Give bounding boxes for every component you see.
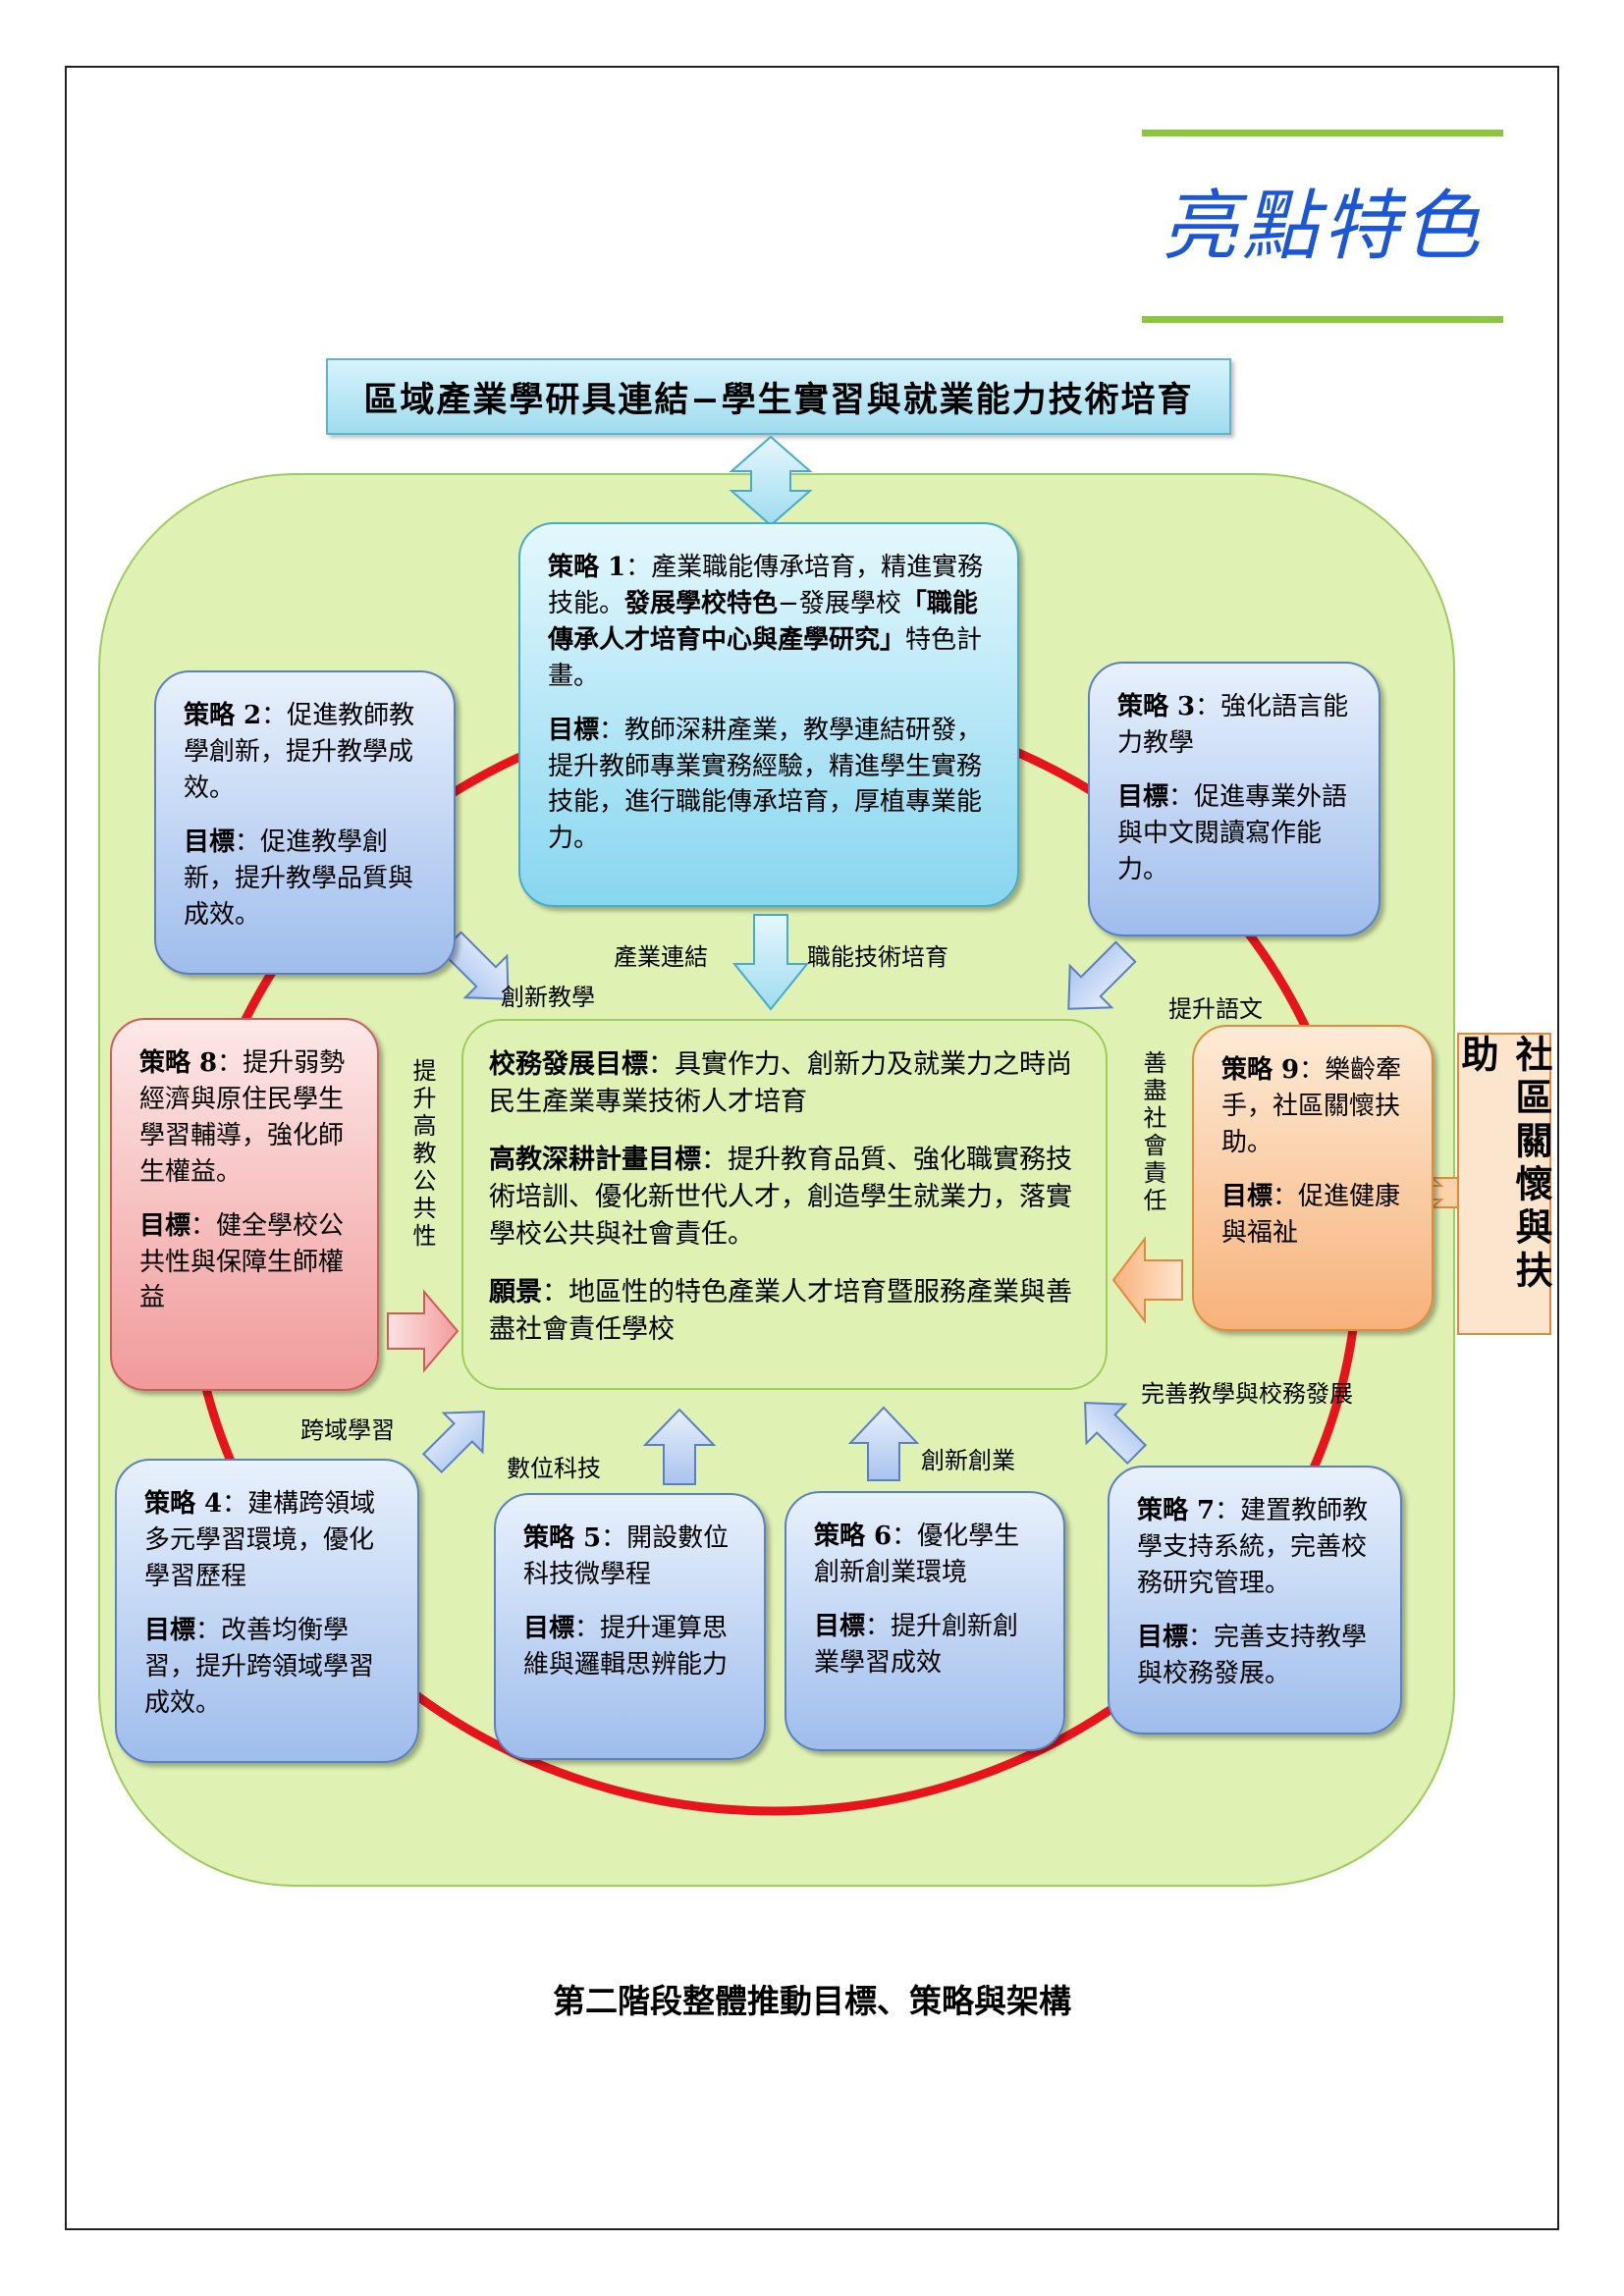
community-care-box: 社區關懷與扶助: [1455, 1033, 1553, 1335]
strategy-5-text: ：開設數位科技微學程: [523, 1523, 730, 1589]
strategy-1-title: 策略 1: [548, 553, 626, 582]
strategy-6-text: ：優化學生創新創業環境: [814, 1522, 1020, 1587]
strategy-9-text: ：樂齡牽手，社區關懷扶助。: [1221, 1055, 1402, 1157]
strategy-8-text: ：提升弱勢經濟與原住民學生學習輔導，強化師生權益。: [139, 1048, 346, 1187]
strategy-3-box: 策略 3：強化語言能力教學 目標：促進專業外語與中文閱讀寫作能力。: [1088, 662, 1380, 936]
strategy-4-goal: ：改善均衡學習，提升跨領域學習成效。: [144, 1615, 375, 1718]
strategy-3-goal-label: 目標: [1117, 781, 1169, 812]
center-plan-goal-label: 高教深耕計畫目標: [489, 1144, 701, 1175]
strategy-1-text-3: 特色計畫。: [548, 624, 983, 691]
strategy-7-goal: ：完善支持教學與校務發展。: [1137, 1622, 1368, 1688]
page-frame: [65, 66, 1559, 2230]
strategy-7-text: ：建置教師教學支持系統，完善校務研究管理。: [1137, 1496, 1369, 1598]
strategy-1-goal: ：教師深耕產業，教學連結研發，提升教師專業實務經驗，精進學生實務技能，進行職能傳…: [548, 715, 983, 854]
strategy-5-goal-label: 目標: [523, 1613, 575, 1643]
strategy-6-goal-label: 目標: [814, 1611, 866, 1641]
center-vision: ：地區性的特色產業人才培育暨服務產業與善盡社會責任學校: [489, 1276, 1072, 1345]
strategy-6-title: 策略 6: [814, 1522, 893, 1551]
strategy-9-box: 策略 9：樂齡牽手，社區關懷扶助。 目標：促進健康與福祉: [1192, 1025, 1434, 1331]
strategy-9-title: 策略 9: [1221, 1055, 1300, 1085]
label-industry: 產業連結: [614, 943, 708, 971]
center-vision-label: 願景: [489, 1276, 542, 1308]
community-care-label: 社區關懷與扶助: [1455, 1035, 1553, 1294]
strategy-4-goal-label: 目標: [144, 1615, 196, 1645]
strategy-6-goal: ：提升創新創業學習成效: [814, 1611, 1019, 1678]
strategy-9-goal-label: 目標: [1221, 1181, 1273, 1211]
strategy-8-goal: ：健全學校公共性與保障生師權益: [139, 1210, 345, 1313]
strategy-6-box: 策略 6：優化學生創新創業環境 目標：提升創新創業學習成效: [785, 1491, 1065, 1751]
strategy-4-text: ：建構跨領域多元學習環境，優化學習歷程: [144, 1489, 376, 1591]
center-dev-goal: ：具實作力、創新力及就業力之時尚民生產業專業技術人才培育: [489, 1049, 1072, 1118]
strategy-7-box: 策略 7：建置教師教學支持系統，完善校務研究管理。 目標：完善支持教學與校務發展…: [1108, 1466, 1402, 1735]
center-plan-goal: ：提升教育品質、強化職實務技術培訓、優化新世代人才，創造學生就業力，落實學校公共…: [489, 1144, 1072, 1251]
strategy-5-box: 策略 5：開設數位科技微學程 目標：提升運算思維與邏輯思辨能力: [494, 1493, 766, 1760]
strategy-2-goal-label: 目標: [184, 827, 236, 857]
label-improve: 完善教學與校務發展: [1141, 1380, 1353, 1408]
label-digital: 數位科技: [507, 1455, 601, 1482]
strategy-2-box: 策略 2：促進教師教學創新，提升教學成效。 目標：促進教學創新，提升教學品質與成…: [154, 670, 456, 975]
label-social: 善盡社會責任: [1139, 1050, 1166, 1215]
label-cross: 跨域學習: [300, 1416, 395, 1444]
strategy-1-center-name: 「職能傳承人才培育中心與產學研究」: [548, 588, 978, 655]
center-dev-goal-label: 校務發展目標: [489, 1049, 648, 1080]
strategy-8-title: 策略 8: [139, 1048, 218, 1078]
top-banner: 區域產業學研具連結−學生實習與就業能力技術培育: [326, 358, 1231, 435]
strategy-3-title: 策略 3: [1117, 692, 1196, 721]
strategy-7-title: 策略 7: [1137, 1496, 1216, 1525]
strategy-3-goal: ：促進專業外語與中文閱讀寫作能力。: [1117, 781, 1348, 884]
figure-caption: 第二階段整體推動目標、策略與架構: [553, 1982, 1071, 2020]
strategy-5-title: 策略 5: [523, 1523, 602, 1553]
strategy-1-text: ：產業職能傳承培育，精進實務技能。: [548, 553, 984, 618]
strategy-1-text-2: −發展學校: [778, 588, 901, 618]
title-bottom-line: [1142, 316, 1503, 323]
label-skills: 職能技術培育: [807, 943, 948, 971]
label-startup: 創新創業: [921, 1447, 1015, 1474]
strategy-1-feature: 發展學校特色: [624, 588, 779, 618]
strategy-3-text: ：強化語言能力教學: [1117, 692, 1349, 758]
strategy-2-goal: ：促進教學創新，提升教學品質與成效。: [184, 827, 414, 930]
strategy-1-box: 策略 1：產業職能傳承培育，精進實務技能。發展學校特色−發展學校「職能傳承人才培…: [518, 522, 1019, 907]
highlight-title: 亮點特色: [1161, 183, 1484, 271]
strategy-4-title: 策略 4: [144, 1489, 223, 1519]
title-top-line: [1142, 130, 1503, 136]
strategy-9-goal: ：促進健康與福祉: [1221, 1181, 1401, 1248]
strategy-2-text: ：促進教師教學創新，提升教學成效。: [184, 701, 415, 803]
strategy-1-goal-label: 目標: [548, 715, 600, 745]
label-language: 提升語文: [1168, 995, 1263, 1023]
strategy-4-box: 策略 4：建構跨領域多元學習環境，優化學習歷程 目標：改善均衡學習，提升跨領域學…: [115, 1459, 419, 1763]
strategy-5-goal: ：提升運算思維與邏輯思辨能力: [523, 1613, 729, 1680]
strategy-7-goal-label: 目標: [1137, 1622, 1189, 1652]
strategy-8-goal-label: 目標: [139, 1210, 191, 1241]
label-innovation-teaching: 創新教學: [501, 984, 595, 1011]
strategy-8-box: 策略 8：提升弱勢經濟與原住民學生學習輔導，強化師生權益。 目標：健全學校公共性…: [110, 1018, 379, 1391]
center-goals-box: 校務發展目標：具實作力、創新力及就業力之時尚民生產業專業技術人才培育 高教深耕計…: [461, 1019, 1108, 1390]
label-public: 提升高教公共性: [408, 1058, 436, 1251]
strategy-2-title: 策略 2: [184, 701, 262, 730]
